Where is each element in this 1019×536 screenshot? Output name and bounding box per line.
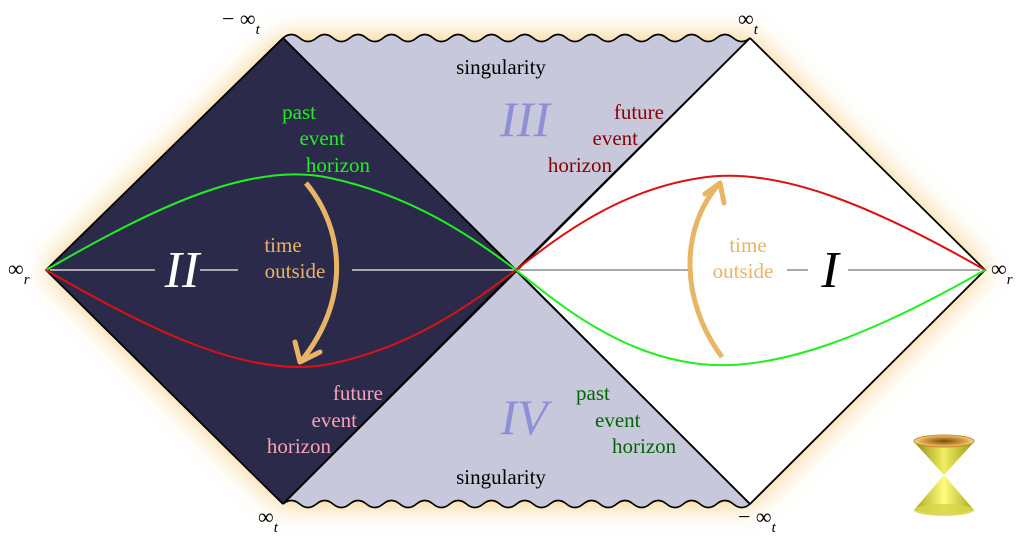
green-curve-right	[515, 269, 986, 367]
past-event-horizon-bottom-right: past event horizon	[576, 381, 677, 458]
future-event-horizon-bottom-left: future event horizon	[267, 381, 383, 458]
green-curve-left	[45, 173, 517, 271]
time-arrow-right-head	[702, 180, 727, 206]
corner-right: ∞r	[991, 256, 1013, 288]
svg-text:horizon: horizon	[612, 434, 677, 458]
top-singularity-label: singularity	[456, 55, 546, 79]
svg-text:event: event	[300, 126, 346, 150]
svg-text:horizon: horizon	[267, 434, 332, 458]
region-II-label: II	[164, 242, 202, 299]
svg-text:horizon: horizon	[548, 153, 613, 177]
svg-text:future: future	[333, 381, 383, 405]
corner-top-left: − ∞t	[222, 6, 261, 38]
region-III-label: III	[499, 91, 552, 147]
light-cone-icon	[913, 434, 975, 516]
corner-bottom-right: − ∞t	[738, 504, 777, 536]
svg-text:past: past	[576, 381, 610, 405]
future-event-horizon-top-right: future event horizon	[548, 100, 664, 177]
svg-text:future: future	[614, 100, 664, 124]
time-outside-right-line1: time	[729, 233, 766, 257]
time-arrow-left	[300, 181, 340, 362]
region-IV-fill	[282, 268, 752, 509]
corner-top-right: ∞t	[738, 6, 759, 38]
region-I-label: I	[820, 242, 841, 299]
svg-text:event: event	[312, 408, 358, 432]
time-arrow-right	[687, 183, 725, 359]
time-outside-right-line2: outside	[713, 259, 774, 283]
red-curve-left	[45, 269, 517, 368]
corner-bottom-left: ∞t	[258, 504, 279, 536]
region-IV-label: IV	[499, 389, 553, 445]
corner-left: ∞r	[8, 256, 30, 288]
red-curve-right	[515, 174, 986, 271]
time-outside-left-line1: time	[264, 233, 301, 257]
bottom-singularity-label: singularity	[456, 465, 546, 489]
region-III-fill	[281, 33, 751, 272]
svg-text:horizon: horizon	[306, 153, 371, 177]
time-arrow-left-head	[292, 339, 323, 365]
svg-text:past: past	[282, 100, 316, 124]
svg-text:event: event	[593, 126, 639, 150]
svg-text:event: event	[595, 408, 641, 432]
time-outside-left-line2: outside	[265, 259, 326, 283]
past-event-horizon-top-left: past event horizon	[282, 100, 370, 177]
